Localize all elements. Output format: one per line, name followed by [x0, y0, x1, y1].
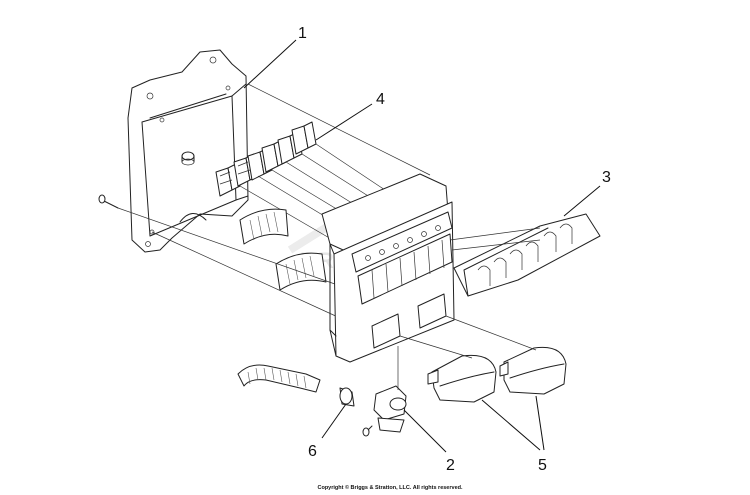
callout-1: 1 [298, 25, 307, 42]
callout-6: 6 [308, 443, 317, 460]
leader-3 [563, 185, 601, 217]
leader-2 [403, 409, 447, 453]
callout-4: 4 [376, 91, 385, 108]
callout-5: 5 [538, 457, 547, 474]
callout-3: 3 [602, 169, 611, 186]
part-6-hose-and-cap [237, 364, 355, 407]
part-4-connector-blocks [215, 121, 419, 251]
part-5-covers [399, 315, 567, 403]
leader-5b [535, 395, 545, 451]
part-3-fuse-strip [449, 213, 601, 297]
main-housing [321, 173, 455, 363]
copyright-notice: Copyright © Briggs & Stratton, LLC. All … [317, 485, 463, 491]
leader-5a [481, 399, 541, 451]
callout-2: 2 [446, 457, 455, 474]
explode-lines [117, 83, 431, 319]
part-2-harness-connector [362, 346, 407, 437]
leader-4 [315, 103, 373, 141]
curved-gaskets [239, 208, 327, 291]
leader-1 [243, 39, 297, 89]
leader-6 [321, 403, 347, 439]
screw-left [98, 194, 119, 209]
part-1-base-plate [127, 49, 249, 253]
